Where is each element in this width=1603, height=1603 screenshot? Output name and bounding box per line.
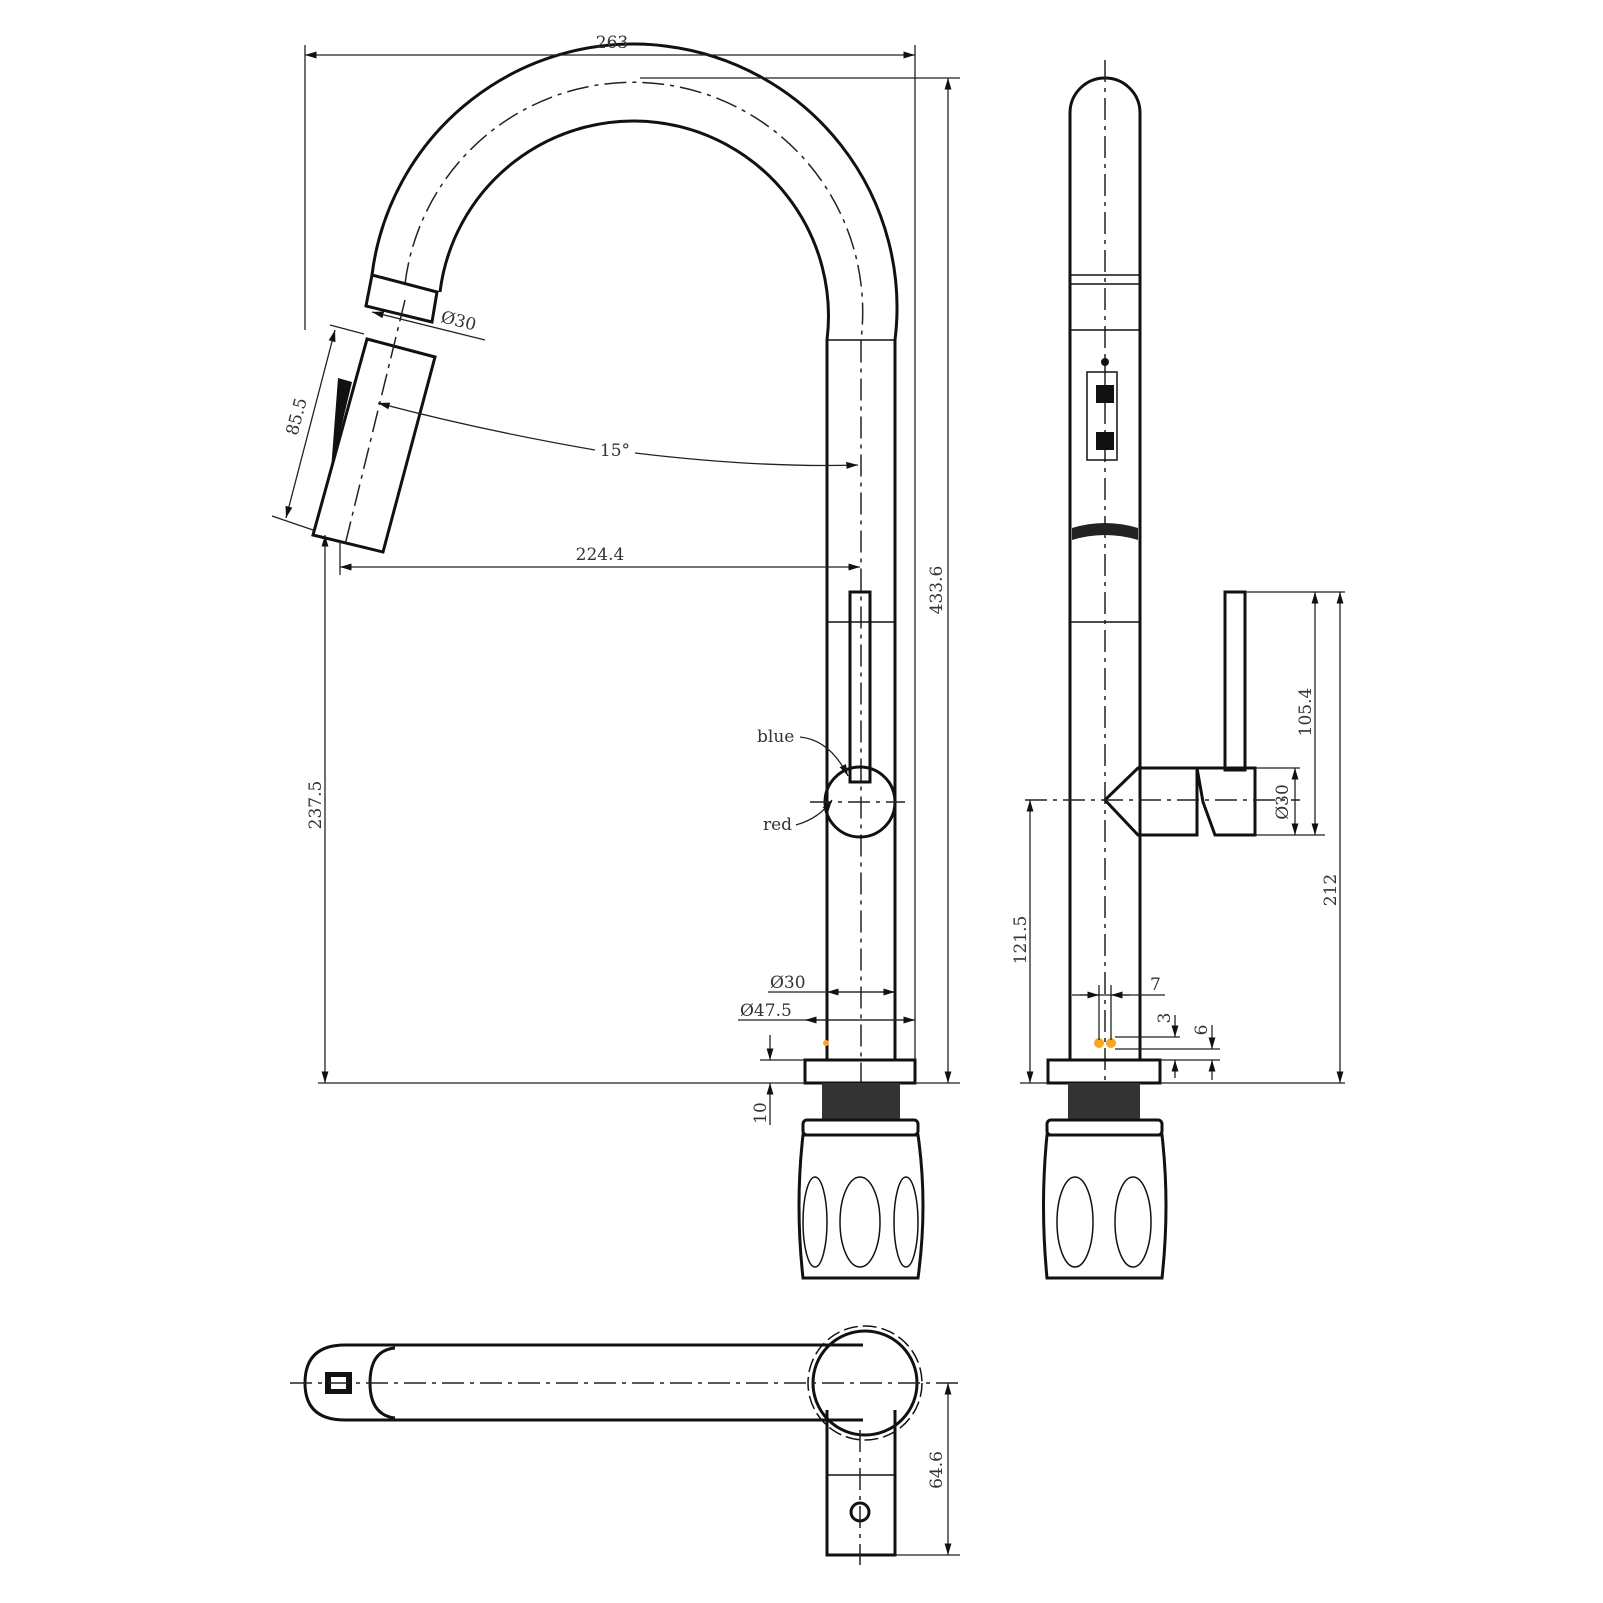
mounting-nut [797, 1133, 925, 1280]
base-plate [803, 1058, 917, 1085]
dim-total-height: 433.6 [927, 566, 947, 615]
indicator-dot [1106, 1038, 1116, 1048]
button-panel [1086, 371, 1118, 461]
dim-base-diameter: Ø47.5 [740, 1001, 792, 1021]
spray-head [311, 337, 437, 554]
dim-indicator-offset-b: 6 [1192, 1025, 1212, 1036]
dim-body-diameter: Ø30 [770, 973, 806, 993]
spout-outer [370, 42, 899, 1060]
dim-handle-diameter: Ø30 [1273, 784, 1293, 820]
handle-lever [848, 590, 872, 784]
top-view: 64.6 [290, 1325, 960, 1565]
dim-lever-top-height: 212 [1321, 874, 1341, 906]
label-blue: blue [757, 727, 794, 747]
side-mounting-nut [1042, 1133, 1168, 1280]
dim-base-height: 10 [751, 1102, 771, 1124]
dim-handle-offset: 64.6 [927, 1451, 947, 1489]
side-view: 105.4 Ø30 212 121.5 7 3 6 [1011, 60, 1345, 1280]
dim-spout-height: 237.5 [306, 781, 326, 830]
spout-centerline [404, 81, 864, 1100]
dim-head-length: 85.5 [283, 396, 312, 438]
dim-indicator-spacing: 7 [1150, 975, 1161, 995]
side-handle-lever [1223, 590, 1247, 772]
dim-reach: 224.4 [576, 545, 625, 565]
dim-head-diameter: Ø30 [439, 307, 478, 335]
dim-indicator-offset-a: 3 [1155, 1013, 1175, 1024]
dim-total-width: 263 [596, 33, 628, 53]
label-red: red [763, 815, 792, 835]
spray-button [331, 378, 352, 470]
front-view: 263 433.6 237.5 224.4 85.5 Ø30 15° blue … [271, 33, 960, 1280]
mounting-thread [822, 1083, 900, 1120]
dim-swivel-angle: 15° [600, 441, 630, 461]
indicator-dot [1094, 1038, 1104, 1048]
spray-ring [364, 273, 439, 324]
dim-lever-length: 105.4 [1296, 688, 1316, 737]
spray-outlet [1072, 523, 1138, 540]
spout-inner [438, 119, 830, 1060]
top-handle [825, 1410, 897, 1557]
dim-handle-height: 121.5 [1011, 916, 1031, 965]
side-handle-body [1102, 766, 1199, 837]
